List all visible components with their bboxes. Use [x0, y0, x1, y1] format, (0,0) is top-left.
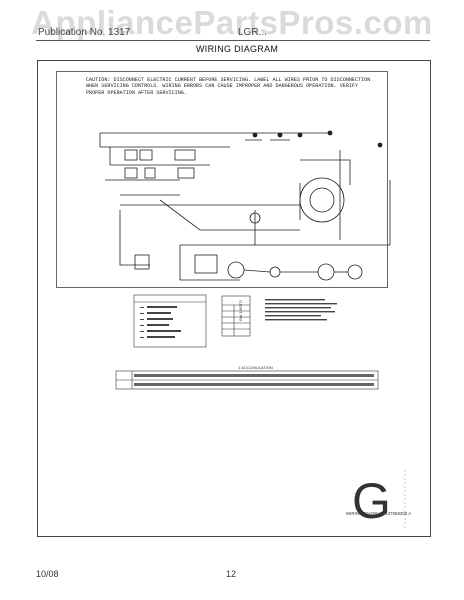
publication-number: Publication No. 1317 — [38, 27, 131, 38]
model-number: LGR... — [238, 27, 267, 38]
caution-text: CAUTION: DISCONNECT ELECTRIC CURRENT BEF… — [86, 77, 371, 96]
revision-label: Ref 1/8STD — [238, 300, 243, 321]
accumulation-label: 1 ACCUMULATION — [238, 365, 273, 370]
caution-box — [56, 71, 388, 288]
header-divider — [36, 40, 430, 41]
footer-page-number: 12 — [226, 569, 237, 579]
diagram-reference: WIRING DIAGRAM 137069300 A — [346, 511, 412, 516]
diagram-frame — [37, 60, 431, 537]
watermark: AppliancePartsPros.com — [31, 4, 433, 41]
section-letter: G — [352, 473, 391, 529]
page-title: WIRING DIAGRAM — [196, 44, 279, 54]
footer-date: 10/08 — [36, 569, 59, 579]
